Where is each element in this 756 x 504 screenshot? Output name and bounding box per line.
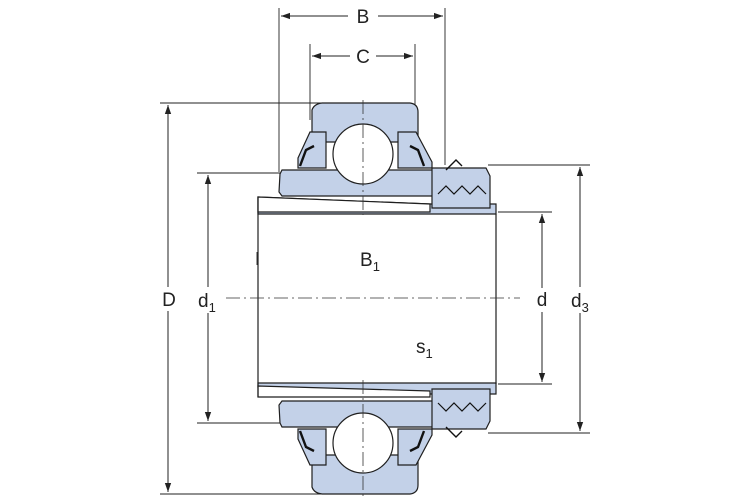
label-s1: s1 xyxy=(416,337,433,361)
upper-bearing-section xyxy=(257,102,497,215)
label-C: C xyxy=(356,47,370,68)
bore-region xyxy=(258,197,496,387)
upper-left-seal xyxy=(297,131,327,169)
label-d1: d1 xyxy=(198,291,216,315)
lower-left-seal xyxy=(297,428,327,466)
lower-right-seal xyxy=(397,428,433,466)
label-d: d xyxy=(537,290,548,311)
label-B: B xyxy=(357,7,370,28)
upper-right-seal xyxy=(397,131,433,169)
center-lines xyxy=(226,100,520,500)
label-D: D xyxy=(162,290,176,311)
upper-lock-nut xyxy=(431,167,491,209)
extension-lines xyxy=(160,8,590,495)
upper-outer-ring xyxy=(311,102,419,143)
label-d3: d3 xyxy=(571,291,589,315)
label-B1: B1 xyxy=(360,250,380,274)
lower-bearing-section xyxy=(257,382,497,495)
lower-outer-ring xyxy=(311,454,419,495)
lower-lock-nut xyxy=(431,388,491,430)
